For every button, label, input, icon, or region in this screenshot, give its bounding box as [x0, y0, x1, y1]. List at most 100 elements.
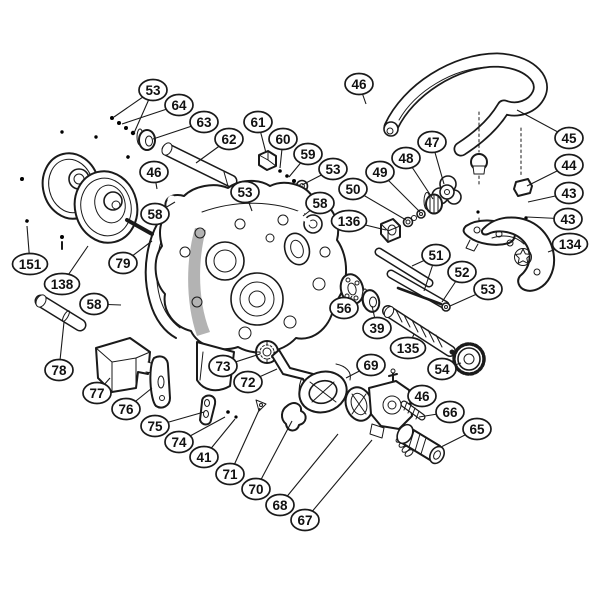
callout-bubble	[417, 130, 447, 154]
callout-bubble	[164, 93, 194, 117]
callout-bubble	[473, 277, 503, 301]
callout-number: 58	[147, 207, 163, 222]
callout-bubble	[189, 445, 219, 469]
callout-58: 58	[302, 191, 335, 217]
callout-47: 47	[417, 130, 447, 185]
callout-43: 43	[526, 207, 583, 231]
callout-bubble	[435, 400, 465, 424]
callout-43: 43	[527, 181, 584, 205]
callout-number: 136	[338, 214, 361, 229]
spool	[73, 170, 154, 244]
callout-bubble	[421, 243, 451, 267]
side-plate-cover	[480, 216, 556, 292]
callout-50: 50	[338, 177, 407, 221]
callout-number: 135	[397, 341, 420, 356]
callout-number: 68	[272, 498, 288, 513]
callout-number: 43	[561, 186, 577, 201]
callout-bubble	[214, 127, 244, 151]
callout-39: 39	[362, 305, 392, 340]
leader-line	[229, 407, 261, 475]
callout-77: 77	[82, 377, 112, 405]
callout-number: 44	[561, 158, 577, 173]
callout-bubble	[344, 72, 374, 96]
callout-number: 72	[240, 375, 255, 390]
callout-bubble	[462, 417, 492, 441]
callout-136: 136	[330, 209, 387, 233]
callout-number: 46	[414, 389, 430, 404]
cast-control-cap	[380, 218, 401, 243]
clutch-rod-with-clip	[396, 286, 451, 312]
callout-bubble	[338, 177, 368, 201]
callout-56: 56	[329, 295, 359, 320]
leader-line	[304, 439, 373, 521]
callout-number: 65	[469, 422, 485, 437]
brake-plate	[199, 394, 217, 426]
callout-number: 53	[325, 162, 341, 177]
callout-59: 59	[288, 142, 323, 178]
callout-73: 73	[208, 353, 261, 378]
callout-41: 41	[189, 418, 236, 469]
callout-number: 60	[275, 132, 290, 147]
callout-65: 65	[440, 417, 492, 448]
callout-number: 56	[336, 301, 352, 316]
callout-number: 62	[221, 132, 236, 147]
pawl	[281, 402, 307, 432]
callout-number: 63	[196, 115, 212, 130]
callout-number: 53	[237, 185, 253, 200]
callout-bubble	[140, 414, 170, 438]
callout-45: 45	[516, 109, 584, 150]
callout-number: 45	[561, 131, 577, 146]
callout-number: 41	[196, 450, 212, 465]
callout-53: 53	[230, 180, 260, 212]
callout-number: 50	[345, 182, 360, 197]
callout-bubble	[11, 252, 49, 276]
callout-number: 39	[369, 321, 384, 336]
callout-79: 79	[108, 240, 153, 275]
callout-number: 49	[372, 165, 387, 180]
callout-bubble	[108, 251, 138, 275]
callout-61: 61	[243, 110, 273, 154]
callout-bubble	[447, 260, 477, 284]
callout-76: 76	[111, 387, 153, 421]
frame-nut-small-1	[122, 151, 134, 163]
callout-number: 58	[86, 297, 102, 312]
callout-bubble	[329, 296, 359, 320]
frame-rod-upper	[374, 247, 434, 288]
callout-67: 67	[290, 439, 373, 532]
callout-bubble	[268, 127, 298, 151]
callout-bubble	[305, 191, 335, 215]
callout-bubble	[189, 110, 219, 134]
callout-51: 51	[411, 243, 451, 292]
callout-number: 76	[118, 402, 134, 417]
callout-bubble	[43, 272, 81, 296]
callout-number: 54	[434, 362, 450, 377]
cast-control-drum	[136, 128, 156, 151]
callout-78: 78	[44, 321, 74, 382]
callout-66: 66	[418, 400, 465, 424]
callout-number: 70	[248, 482, 263, 497]
housing-spring-upper	[400, 400, 426, 421]
callout-number: 58	[312, 196, 328, 211]
callout-bubble	[82, 381, 112, 405]
drag-drum	[361, 288, 381, 313]
callout-135: 135	[389, 333, 427, 360]
callout-151: 151	[11, 225, 49, 276]
callout-number: 66	[442, 405, 458, 420]
callout-bubble	[391, 146, 421, 170]
callout-54: 54	[427, 357, 462, 381]
callout-number: 77	[89, 386, 104, 401]
callout-46: 46	[407, 384, 437, 408]
callout-60: 60	[268, 127, 298, 169]
callout-72: 72	[233, 368, 278, 394]
callout-bubble	[139, 160, 169, 184]
shaft-bead	[402, 215, 417, 228]
callout-number: 51	[428, 248, 444, 263]
callout-bubble	[554, 126, 584, 150]
callout-number: 61	[250, 115, 266, 130]
callout-bubble	[138, 78, 168, 102]
callout-bubble	[140, 202, 170, 226]
shaft-washer	[416, 209, 426, 219]
idle-gear	[452, 342, 486, 376]
callout-68: 68	[265, 433, 339, 517]
spool-tension-bolt	[57, 231, 67, 250]
